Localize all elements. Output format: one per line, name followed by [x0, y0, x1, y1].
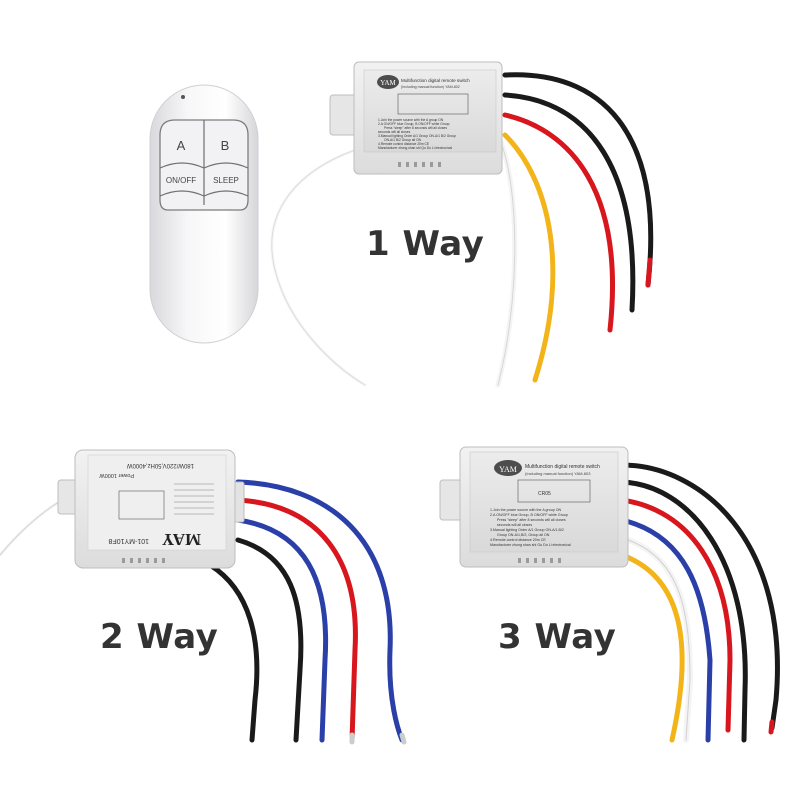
- module-three-subtitle: (Including manual function) YAM-803: [525, 471, 591, 476]
- wires-three-way: [619, 462, 780, 743]
- module-one-line-6: ON-A/1 B/2 Group all ON: [384, 138, 422, 142]
- module-two-way: MAY 101-MY10F8 180W/220V,50Hz,4000W Powe…: [57, 449, 245, 569]
- button-b-label: B: [221, 138, 230, 153]
- button-sleep-label: SLEEP: [213, 176, 239, 185]
- caption-three-way: 3 Way: [498, 617, 617, 657]
- module-one-line-2: 2.A ON/OFF blue Group, B ON/OFF white Gr…: [378, 122, 450, 126]
- module-three-line-8: Manufacturer zhong shan shi Gu Du Li ele…: [490, 543, 571, 547]
- module-one-line-4: seconds will all closes: [378, 130, 411, 134]
- module-three-line-3: Press "sleep" after 8 seconds will all c…: [497, 518, 566, 522]
- module-one-brand: YAM: [380, 79, 396, 87]
- module-two-model: 101-MY10F8: [108, 537, 149, 544]
- module-one-line-1: 1.Join the power source with the A group…: [378, 118, 444, 122]
- button-on-off-label: ON/OFF: [166, 176, 196, 185]
- caption-one-way: 1 Way: [366, 224, 485, 264]
- module-three-line-6: Group ON-A/1,B/2, Group all ON: [497, 533, 550, 537]
- remote-control: A B ON/OFF SLEEP: [149, 84, 259, 344]
- module-one-subtitle: (Including manual function) YAM-802: [401, 85, 460, 89]
- module-one-title: Multifunction digital remote switch: [401, 78, 470, 83]
- module-one-line-8: Manufacturer zhong shan shi Qu Du Li ele…: [378, 146, 452, 150]
- module-one-line-5: 3.Manual lighting Order A/1 Group ON-A/1…: [378, 134, 456, 138]
- module-three-line-5: 3.Manual lighting Order A/1 Group ON-A/1…: [490, 528, 564, 532]
- module-one-line-7: 4.Remote control distance 20m CE: [378, 142, 430, 146]
- module-three-brand: YAM: [499, 465, 517, 474]
- module-two-spec: 180W/220V,50Hz,4000W: [127, 462, 194, 468]
- wires-one-way: [270, 72, 654, 388]
- module-three-line-7: 4.Remote control distance 20m CE: [490, 538, 546, 542]
- caption-two-way: 2 Way: [100, 617, 219, 657]
- module-three-way: YAM Multifunction digital remote switch …: [439, 446, 629, 568]
- module-three-chip: CR05: [538, 491, 551, 497]
- module-three-line-1: 1.Join the power source with the A group…: [490, 508, 562, 512]
- button-a-label: A: [177, 138, 186, 153]
- module-one-line-3: Press "sleep" after 8 seconds will all c…: [384, 126, 447, 130]
- module-three-title: Multifunction digital remote switch: [525, 464, 600, 470]
- module-two-brand: MAY: [162, 530, 201, 549]
- module-three-line-4: seconds will all closes: [497, 523, 532, 527]
- module-two-label-top: Power 1000W: [99, 472, 134, 478]
- module-three-line-2: 2.A ON/OFF blue Group, B ON/OFF white Gr…: [490, 513, 568, 517]
- module-one-way: YAM Multifunction digital remote switch …: [329, 61, 503, 175]
